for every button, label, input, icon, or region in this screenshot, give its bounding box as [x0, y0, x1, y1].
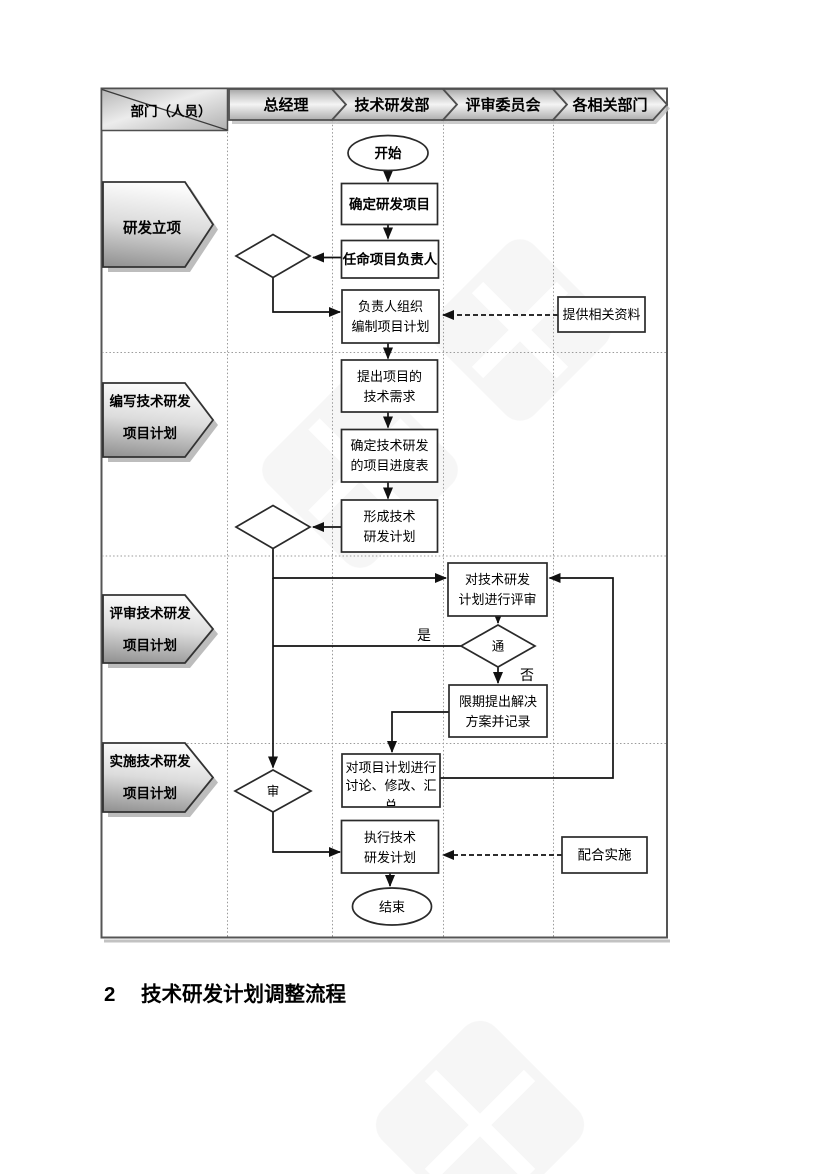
end-label: 结束: [379, 900, 405, 915]
process-discuss-modify: [341, 753, 441, 808]
discuss-modify-line3: 总: [384, 798, 397, 813]
process-execute-plan: [340, 819, 440, 874]
lane-label-general-manager: 总经理: [263, 96, 308, 114]
connectors: [268, 170, 614, 887]
decision-approve-plan: [234, 504, 312, 550]
propose-solution-line2: 方案并记录: [465, 714, 530, 729]
process-form-plan: [340, 499, 439, 553]
process-organize-plan: [341, 289, 440, 344]
phase-shape-review-plan: [102, 594, 215, 664]
define-schedule-line2: 的项目进度表: [350, 458, 428, 473]
phase-shape-initiation: [102, 181, 215, 268]
process-define-schedule: [340, 428, 439, 483]
process-appoint-leader: [340, 239, 440, 279]
lane-label-review-committee: 评审委员会: [465, 96, 540, 114]
end-terminator: [351, 887, 433, 926]
phase-shape-implement-plan: [102, 742, 215, 813]
propose-solution-line1: 限期提出解决: [459, 694, 537, 709]
phase-label-review-plan-1: 评审技术研发: [110, 605, 191, 621]
header-bands: 总经理 技术研发部 评审委员会 各相关部门: [228, 88, 670, 124]
heading-number: 2: [104, 983, 115, 1006]
corner-diagonal: [101, 88, 228, 131]
phase-pentagons: 研发立项 编写技术研发 项目计划 评审技术研发 项目计划 实施技术研发 项目计划: [102, 181, 218, 817]
discuss-modify-line2: 讨论、修改、汇: [345, 778, 436, 793]
process-provide-materials: [557, 296, 646, 333]
execute-plan-line2: 研发计划: [364, 850, 416, 865]
edge-discuss-feedback-to-review: [440, 573, 614, 779]
phase-label-review-plan-2: 项目计划: [123, 637, 177, 653]
decision-pass: [459, 624, 537, 668]
execute-plan-line1: 执行技术: [364, 830, 416, 845]
process-define-project: [340, 182, 439, 226]
process-cooperate: [561, 836, 648, 874]
header-corner-cell: 部门（人员）: [100, 87, 229, 132]
provide-materials-label: 提供相关资料: [562, 307, 640, 322]
phase-label-implement-plan-1: 实施技术研发: [110, 753, 191, 769]
discuss-modify-line1: 对项目计划进行: [345, 760, 436, 775]
lane-label-related-depts: 各相关部门: [571, 96, 647, 114]
lane-band-related-depts: [550, 88, 669, 121]
decision-pass-label: 通: [492, 640, 505, 654]
decision-final-approve-label: 审: [267, 784, 280, 799]
edge-decision1-to-organize: [272, 277, 341, 317]
propose-requirements-line1: 提出项目的: [357, 369, 422, 384]
start-terminator: [347, 134, 429, 172]
phase-label-initiation: 研发立项: [123, 219, 181, 237]
flow-nodes: 开始 确定研发项目 任命项目负责人 负责人组织 编制项目计划 提供相关资料 提出…: [233, 134, 648, 926]
phase-label-write-plan-1: 编写技术研发: [110, 393, 191, 409]
review-plan-line2: 计划进行评审: [458, 592, 536, 607]
appoint-leader-label: 任命项目负责人: [342, 251, 438, 267]
pentagon-shadows: [108, 187, 218, 817]
phase-shape-write-plan: [102, 382, 215, 458]
organize-plan-line1: 负责人组织: [358, 299, 423, 314]
edge-decision4-to-execute: [272, 812, 341, 857]
process-propose-requirements: [340, 359, 439, 413]
corner-label: 部门（人员）: [131, 103, 212, 119]
heading-title: 技术研发计划调整流程: [141, 982, 346, 1006]
define-project-label: 确定研发项目: [349, 196, 430, 212]
phase-label-write-plan-2: 项目计划: [123, 425, 177, 441]
form-plan-line2: 研发计划: [363, 529, 415, 544]
propose-requirements-line2: 技术需求: [363, 389, 415, 404]
review-plan-line1: 对技术研发: [465, 572, 530, 587]
label-yes: 是: [417, 627, 431, 643]
decision-final-approve: [233, 769, 313, 813]
label-no: 否: [520, 667, 534, 683]
start-label: 开始: [375, 145, 402, 161]
decision-approve-leader: [234, 233, 312, 279]
phase-label-implement-plan-2: 项目计划: [123, 785, 177, 801]
edge-solution-to-discuss: [387, 711, 449, 753]
process-propose-solution: [448, 684, 548, 738]
lane-label-rd-dept: 技术研发部: [354, 96, 429, 114]
form-plan-line1: 形成技术: [363, 509, 415, 524]
organize-plan-line2: 编制项目计划: [351, 319, 429, 334]
process-review-plan: [447, 562, 548, 617]
define-schedule-line1: 确定技术研发: [350, 438, 428, 453]
cooperate-label: 配合实施: [578, 848, 632, 863]
